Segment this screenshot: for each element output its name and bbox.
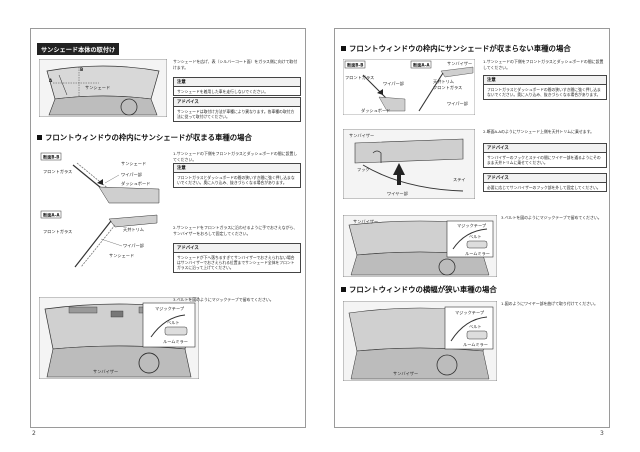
right-note1-body: フロントガラスとダッシュボードの間の狭いすき間に強く押し込まないでください。奥に…: [487, 86, 601, 97]
right-step4: 1.図のようにワイヤー部を曲げて取り付けてください。: [501, 301, 598, 306]
illus2-stay: ステイ: [453, 177, 466, 183]
label-shade: サンシェード: [85, 85, 110, 91]
left-step2: 2.サンシェードをフロントガラスに沿わせるように手でおさえながら、サンバイザーを…: [173, 225, 298, 236]
r-diag-a-visor: サンバイザー: [447, 61, 472, 67]
illus4-tape: マジックテープ: [455, 310, 485, 316]
belt-illustration-right-2: マジックテープ ベルト ルームミラー サンバイザー: [343, 301, 497, 381]
illus3-visor: サンバイザー: [93, 369, 118, 375]
illus2-hook: フック: [357, 167, 370, 173]
r-diag-a-glass: フロントガラス: [433, 84, 462, 91]
illus4-mirror: ルームミラー: [463, 342, 488, 348]
section2-title: フロントウィンドウの枠内にサンシェードが収まる車種の場合: [37, 132, 252, 143]
advice1-body: サンシェードは取付け方法が車種により異なります。各車種の取付方法に従って取付けて…: [177, 108, 295, 119]
illus3-mirror: ルームミラー: [163, 339, 188, 345]
note1-body: サンシェードを着用した車を走行しないでください。: [177, 88, 269, 94]
diag-b-dash: ダッシュボード: [121, 180, 150, 187]
r-diag-b-dash: ダッシュボード: [361, 107, 390, 114]
note2-box: 注意 フロントガラスとダッシュボードの間の狭いすき間に強く押し込まないでください…: [173, 163, 301, 188]
section1-title: サンシェード本体の取付け: [37, 43, 120, 55]
right-page-number: 3: [600, 430, 604, 437]
section4-title: フロントウィンドウの横幅が狭い車種の場合: [341, 284, 497, 295]
illus3r-tape: マジックテープ: [457, 223, 487, 229]
belt-illustration-left: マジックテープ ベルト ルームミラー サンバイザー: [39, 297, 199, 379]
r-diag-b-glass: フロントガラス: [345, 74, 374, 81]
visor-hook-illustration: サンバイザー フック ワイヤー部 ステイ: [343, 129, 475, 199]
illus3-belt: ベルト: [167, 320, 180, 325]
left-page: サンシェード本体の取付け A B サンシェード サンシェードを広げ、表（シルバー…: [30, 28, 306, 428]
r-diag-b-tag: 断面B-B: [347, 62, 364, 69]
belt-illustration-right-1: サンバイザー マジックテープ ベルト ルームミラー: [343, 215, 497, 277]
diag-a-glass: フロントガラス: [43, 228, 72, 235]
illus4-visor: サンバイザー: [393, 371, 418, 377]
right-advice1-body: サンバイザーのフックとステイの間にワイヤー部を通るようにそのまま天井トリムに乗せ…: [487, 154, 601, 165]
right-advice2-body: 必要に応じてサンバイザーのフック部を外して固定してください。: [487, 184, 601, 190]
note1-title: 注意: [174, 78, 300, 87]
section-bb-diagram: 断面B-B サンシェード フロントガラス ワイパー部 ダッシュボード: [39, 151, 167, 205]
advice1-title: アドバイス: [174, 98, 300, 107]
illus3r-mirror: ルームミラー: [465, 251, 490, 257]
diag-b-tag: 断面B-B: [43, 154, 60, 161]
diag-a-wiper: ワイパー部: [123, 242, 144, 249]
section-aa-diagram: 断面A-A フロントガラス 天井トリム ワイパー部 サンシェード: [39, 209, 167, 271]
right-step2: 2.断面A-Aのようにサンシェード上側を天井トリムに乗せます。: [483, 129, 595, 134]
dashboard-shade-illustration: A B サンシェード: [39, 59, 167, 117]
illus2-wiper: ワイヤー部: [387, 190, 408, 197]
right-step1: 1.サンシェードの下側をフロントガラスとダッシュボードの間に設置してください。: [483, 59, 604, 70]
left-page-number: 2: [32, 430, 36, 437]
diag-a-tag: 断面A-A: [43, 212, 60, 219]
advice2-title: アドバイス: [174, 244, 300, 253]
right-section-diagrams: 断面B-B フロントガラス ワイパー部 ダッシュボード 断面A-A サンバイザー…: [343, 59, 475, 115]
illus2-visor: サンバイザー: [349, 133, 374, 139]
right-note1-box: 注意 フロントガラスとダッシュボードの間の狭いすき間に強く押し込まないでください…: [483, 75, 607, 100]
left-step3: 3.ベルトを図のようにマジックテープで留めてください。: [173, 297, 274, 302]
r-diag-b-wiper: ワイパー部: [383, 80, 404, 87]
right-advice1-box: アドバイス サンバイザーのフックとステイの間にワイヤー部を通るようにそのまま天井…: [483, 143, 607, 168]
advice1-box: アドバイス サンシェードは取付け方法が車種により異なります。各車種の取付方法に従…: [173, 97, 301, 122]
label-a: A: [49, 78, 53, 83]
section1-text: サンシェードを広げ、表（シルバーコート面）をガラス側に向けて取付けます。: [173, 59, 298, 70]
right-advice2-title: アドバイス: [484, 174, 606, 183]
illus3r-belt: ベルト: [469, 234, 482, 239]
diag-a-trim: 天井トリム: [123, 226, 144, 233]
diag-b-wiper: ワイパー部: [121, 171, 142, 178]
r-diag-a-tag: 断面A-A: [413, 62, 430, 69]
right-advice1-title: アドバイス: [484, 144, 606, 153]
note2-body: フロントガラスとダッシュボードの間の狭いすき間に強く押し込まないでください。奥に…: [177, 174, 295, 185]
advice2-body: サンシェードが下へ落ちるすぎてサンバイザーでおさえられない場合はサンバイザーでお…: [177, 254, 295, 271]
illus4-belt: ベルト: [469, 324, 482, 329]
left-step1: 1.サンシェードの下側をフロントガラスとダッシュボードの間に設置してください。: [173, 151, 298, 162]
diag-a-shade: サンシェード: [109, 253, 134, 259]
section3-title: フロントウィンドウの枠内にサンシェードが収まらない車種の場合: [341, 43, 571, 54]
label-b: B: [80, 67, 83, 72]
r-diag-a-trim: 天井トリム: [433, 78, 454, 85]
note1-box: 注意 サンシェードを着用した車を走行しないでください。: [173, 77, 301, 97]
diag-b-shade: サンシェード: [121, 161, 146, 167]
illus3-tape: マジックテープ: [155, 306, 185, 312]
right-advice2-box: アドバイス 必要に応じてサンバイザーのフック部を外して固定してください。: [483, 173, 607, 193]
right-page: フロントウィンドウの枠内にサンシェードが収まらない車種の場合 断面B-B フロン…: [334, 28, 610, 428]
advice2-box: アドバイス サンシェードが下へ落ちるすぎてサンバイザーでおさえられない場合はサン…: [173, 243, 301, 274]
right-note1-title: 注意: [484, 76, 606, 85]
note2-title: 注意: [174, 164, 300, 173]
right-step3: 3.ベルトを図のようにマジックテープで留めてください。: [501, 215, 602, 220]
diag-b-glass: フロントガラス: [43, 168, 72, 175]
illus3r-visor: サンバイザー: [353, 219, 378, 225]
r-diag-a-wiper: ワイパー部: [447, 100, 468, 107]
